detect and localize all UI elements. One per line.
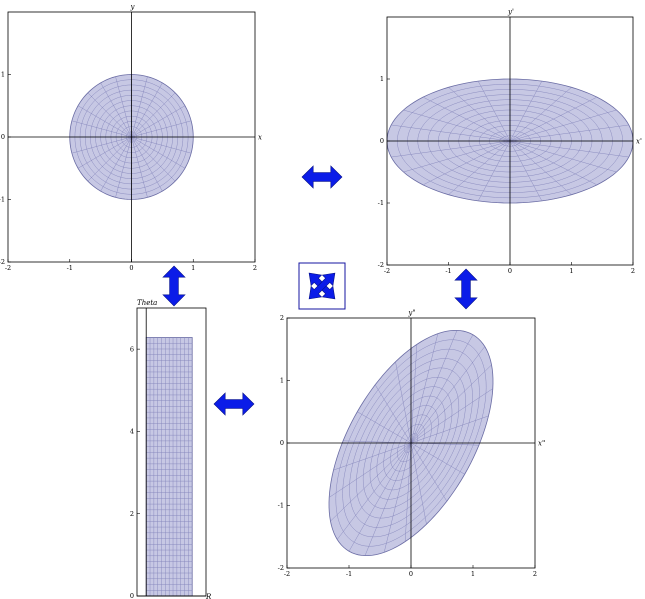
diagonal-double-arrow-icon xyxy=(308,272,336,300)
arrow-ellipse-rotated xyxy=(454,268,478,310)
panel-circle: -2 -1 0 1 2 -2 -1 0 1 y x xyxy=(0,3,262,272)
x-tick-label: 2 xyxy=(253,264,257,272)
ring-line xyxy=(397,423,425,463)
ring-line xyxy=(362,377,460,509)
x-tick-label: 0 xyxy=(409,570,413,578)
y-tick-label: -2 xyxy=(278,564,284,572)
x-tick-label: 1 xyxy=(471,570,475,578)
arrow-circle-rect xyxy=(162,265,186,307)
ring-line xyxy=(383,405,439,481)
arrow-rect-rotated xyxy=(213,392,255,416)
y-tick-label: -1 xyxy=(378,199,384,207)
x-tick-label: -1 xyxy=(346,570,352,578)
y-tick-label: -2 xyxy=(378,261,384,269)
x-axis-label: x xyxy=(258,134,262,142)
ring-line xyxy=(376,395,446,491)
y-tick-label: 2 xyxy=(280,314,284,322)
ring-line xyxy=(403,433,419,453)
ring-line xyxy=(349,358,473,528)
double-arrow-icon xyxy=(162,265,186,307)
panel-ellipse: -2 -1 0 1 2 -2 -1 0 1 y' x' xyxy=(378,8,642,275)
y-tick-label: 0 xyxy=(130,592,134,599)
double-arrow-icon xyxy=(213,392,255,416)
double-arrow-icon xyxy=(301,165,343,189)
y-tick-label: -1 xyxy=(278,502,284,510)
y-axis-label: Theta xyxy=(137,299,157,307)
x-tick-label: 0 xyxy=(129,264,133,272)
arrow-cross-diagonal xyxy=(298,262,346,310)
y-tick-label: -1 xyxy=(0,196,5,204)
ring-line xyxy=(369,386,453,500)
x-tick-label: -1 xyxy=(67,264,73,272)
y-tick-label: 0 xyxy=(380,137,384,145)
y-axis-label: y' xyxy=(507,8,514,16)
y-tick-label: 1 xyxy=(380,75,384,83)
panel-rotated-ellipse: -2 -1 0 1 2 -2 -1 0 1 2 y" x" xyxy=(278,309,546,578)
y-tick-label: 0 xyxy=(1,133,5,141)
y-tick-label: 1 xyxy=(280,377,284,385)
y-tick-label: -2 xyxy=(0,258,5,266)
x-tick-label: 1 xyxy=(569,267,573,275)
ring-line xyxy=(335,339,487,547)
y-tick-label: 4 xyxy=(130,428,134,436)
x-axis-label: R xyxy=(205,593,212,599)
y-axis-label: y" xyxy=(407,309,415,317)
x-tick-label: -2 xyxy=(384,267,390,275)
ring-line xyxy=(356,367,466,519)
x-tick-label: -2 xyxy=(284,570,290,578)
x-tick-label: 2 xyxy=(533,570,537,578)
x-axis-label: x" xyxy=(538,440,545,448)
ring-line xyxy=(390,414,432,472)
x-axis-label: x' xyxy=(636,138,642,146)
y-tick-label: 6 xyxy=(130,345,134,353)
x-tick-label: -2 xyxy=(5,264,11,272)
arrow-circle-ellipse xyxy=(301,165,343,189)
x-tick-label: 1 xyxy=(191,264,195,272)
x-tick-label: 0 xyxy=(508,267,512,275)
double-arrow-icon xyxy=(454,268,478,310)
x-tick-label: 2 xyxy=(631,267,635,275)
y-tick-label: 0 xyxy=(280,439,284,447)
x-tick-label: -1 xyxy=(445,267,451,275)
ring-line xyxy=(342,348,480,538)
y-tick-label: 1 xyxy=(1,71,5,79)
y-tick-label: 2 xyxy=(130,510,134,518)
y-axis-label: y xyxy=(130,3,136,11)
